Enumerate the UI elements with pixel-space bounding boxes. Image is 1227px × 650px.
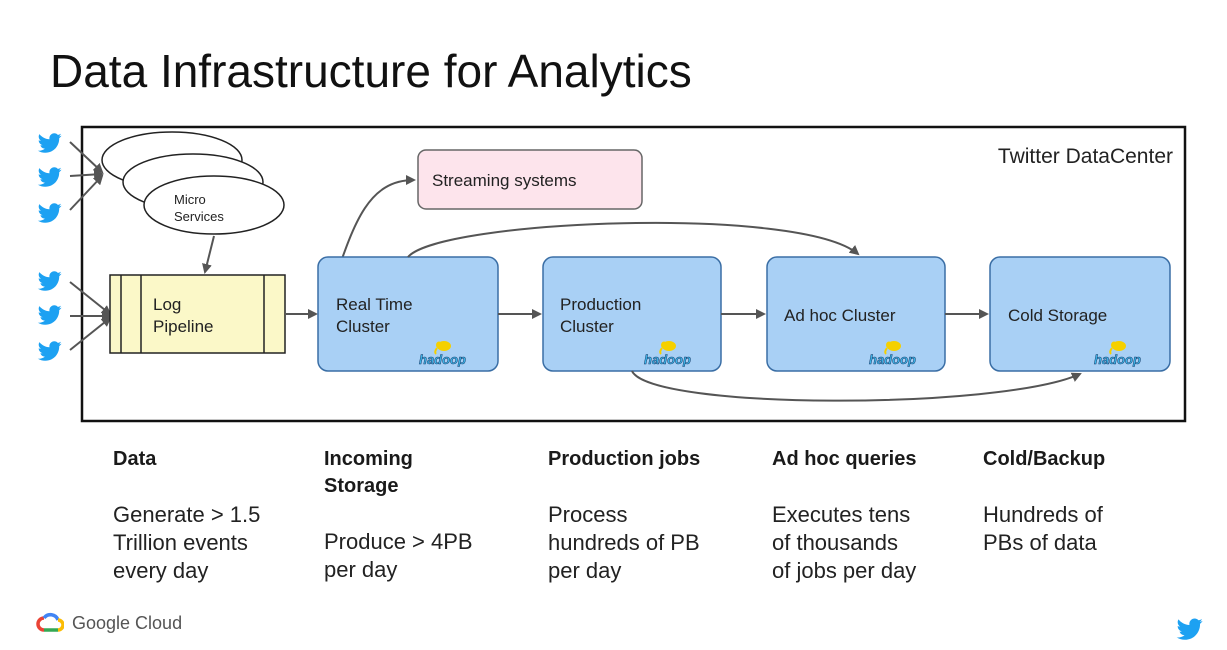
svg-text:hadoop: hadoop xyxy=(644,352,691,367)
column-description: Generate > 1.5 xyxy=(113,502,261,527)
production-cluster-label: Production xyxy=(560,295,641,314)
production-cluster-label: Cluster xyxy=(560,317,614,336)
micro-services-label: Services xyxy=(174,209,224,224)
column-ad-hoc-queries: Ad hoc queries Executes tens of thousand… xyxy=(772,446,972,585)
column-heading: Ad hoc queries xyxy=(772,448,917,470)
datacenter-boundary xyxy=(80,125,1187,423)
real-time-cluster-label: Real Time xyxy=(336,295,413,314)
column-description: PBs of data xyxy=(983,530,1097,555)
streaming-systems-label: Streaming systems xyxy=(432,171,577,190)
ingest-arrows xyxy=(69,141,112,351)
cold-storage-label: Cold Storage xyxy=(1008,306,1107,325)
micro-services-node xyxy=(143,175,285,235)
streaming-systems-node xyxy=(417,149,643,210)
column-description: Trillion events xyxy=(113,530,248,555)
google-cloud-icon xyxy=(36,613,64,632)
real-time-cluster-label: Cluster xyxy=(336,317,390,336)
datacenter-label: Twitter DataCenter xyxy=(998,145,1173,168)
twitter-bird-icon xyxy=(37,167,62,187)
micro-services-label: Micro xyxy=(174,192,206,207)
svg-text:hadoop: hadoop xyxy=(419,352,466,367)
flow-arrow xyxy=(202,235,215,274)
column-description: every day xyxy=(113,558,209,583)
column-description: Process xyxy=(548,502,628,527)
twitter-bird-icon xyxy=(37,133,62,153)
hadoop-elephant-icon: hadoop xyxy=(1094,340,1141,367)
cluster-flow-arrows xyxy=(407,221,1082,402)
google-cloud-logo: Google Cloud xyxy=(36,610,182,636)
column-heading: Data xyxy=(113,448,157,470)
twitter-bird-icon xyxy=(37,203,62,223)
column-description: Executes tens xyxy=(772,502,911,527)
column-incoming-storage: Incoming Storage Produce > 4PB per day xyxy=(324,446,524,584)
column-heading: Incoming xyxy=(324,448,413,470)
column-heading: Storage xyxy=(324,475,399,497)
ad-hoc-cluster-label: Ad hoc Cluster xyxy=(784,306,896,325)
svg-text:hadoop: hadoop xyxy=(1094,352,1141,367)
log-pipeline-label: Log xyxy=(153,295,181,314)
column-heading: Production jobs xyxy=(548,448,701,470)
svg-text:hadoop: hadoop xyxy=(869,352,916,367)
twitter-bird-icon xyxy=(1176,618,1203,640)
column-production-jobs: Production jobs Process hundreds of PB p… xyxy=(548,446,748,585)
column-cold-backup: Cold/Backup Hundreds of PBs of data xyxy=(983,446,1183,557)
column-description: per day xyxy=(324,557,398,582)
twitter-bird-icon xyxy=(37,305,62,325)
column-heading: Cold/Backup xyxy=(983,448,1106,470)
log-pipeline-label: Pipeline xyxy=(153,317,214,336)
hadoop-elephant-icon: hadoop xyxy=(419,340,466,367)
twitter-bird-icon xyxy=(37,271,62,291)
cold-storage-node xyxy=(989,256,1171,372)
column-description: per day xyxy=(548,558,622,583)
log-pipeline-node xyxy=(109,274,286,354)
twitter-bird-icon xyxy=(37,341,62,361)
hadoop-elephant-icon: hadoop xyxy=(869,340,916,367)
column-description: Hundreds of xyxy=(983,502,1103,527)
column-description: of thousands xyxy=(772,530,898,555)
column-description: hundreds of PB xyxy=(548,530,700,555)
column-data: Data Generate > 1.5 Trillion events ever… xyxy=(113,446,313,585)
slide-title: Data Infrastructure for Analytics xyxy=(50,45,692,97)
google-cloud-text: Google Cloud xyxy=(72,612,183,633)
real-time-cluster-node xyxy=(317,256,499,372)
column-description: of jobs per day xyxy=(772,558,917,583)
hadoop-elephant-icon: hadoop xyxy=(644,340,691,367)
production-cluster-node xyxy=(542,256,722,372)
column-description: Produce > 4PB xyxy=(324,529,473,554)
